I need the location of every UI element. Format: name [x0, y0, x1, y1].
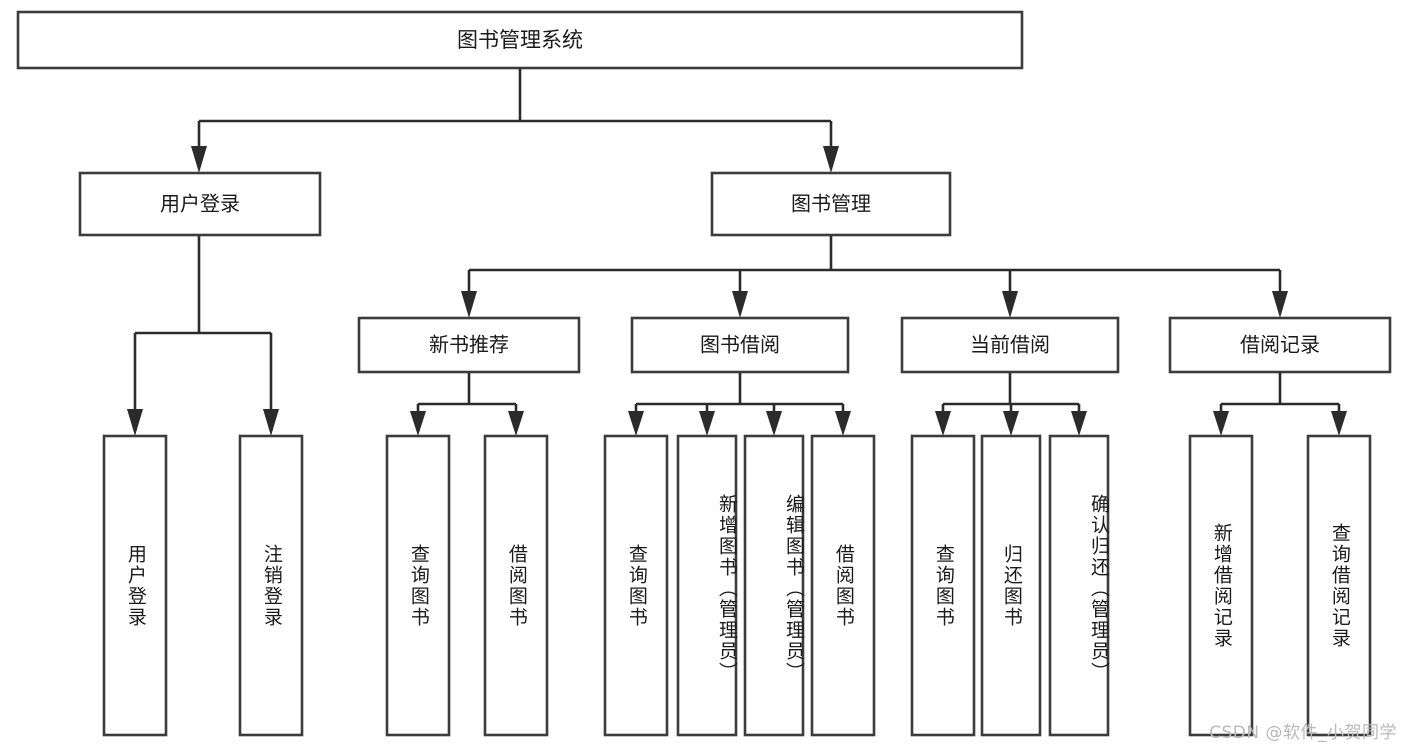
node-current-borrow-label: 当前借阅	[970, 333, 1050, 357]
node-current-borrow[interactable]: 当前借阅	[900, 316, 1120, 374]
leaf-box-query-book-2[interactable]	[603, 434, 669, 737]
node-current-borrow-box[interactable]	[900, 316, 1120, 374]
arrow-bookmgmt-to-borrow	[732, 291, 748, 318]
leaf-box-logout[interactable]	[238, 434, 304, 737]
node-book-borrow-box[interactable]	[630, 316, 850, 374]
connector-group-root	[191, 68, 839, 173]
node-new-book-recommend[interactable]: 新书推荐	[357, 316, 581, 374]
node-borrow-records-label: 借阅记录	[1240, 333, 1320, 357]
arrow-bookmgmt-to-newbook	[461, 291, 477, 318]
node-book-borrow-label: 图书借阅	[700, 333, 780, 357]
arrow-login-to-user-login	[127, 409, 143, 436]
arrow-root-to-login	[191, 146, 207, 173]
connector-group-bookmgmt	[461, 235, 1288, 318]
leaf-box-borrow-book-2[interactable]	[810, 434, 876, 737]
arrow-borrow-to-add	[699, 411, 715, 436]
node-user-login-label: 用户登录	[160, 192, 240, 216]
leaf-box-confirm-return-admin[interactable]	[1048, 434, 1110, 737]
connector-group-borrow	[628, 372, 851, 436]
arrow-borrow-to-edit	[766, 411, 782, 436]
leaf-box-user-login[interactable]	[102, 434, 168, 737]
arrow-current-to-query	[935, 411, 951, 436]
leaf-box-borrow-book-1[interactable]	[483, 434, 549, 737]
node-root-label: 图书管理系统	[457, 28, 583, 52]
leaf-box-query-record[interactable]	[1306, 434, 1372, 737]
arrow-records-to-add	[1213, 411, 1229, 436]
leaf-box-add-record[interactable]	[1188, 434, 1254, 737]
node-new-book-recommend-box[interactable]	[357, 316, 581, 374]
arrow-root-to-bookmgmt	[823, 146, 839, 173]
arrow-login-to-logout	[263, 409, 279, 436]
connector-group-records	[1213, 372, 1347, 436]
node-new-book-recommend-label: 新书推荐	[429, 333, 509, 357]
connector-group-login	[127, 235, 279, 436]
leaf-box-query-book-1[interactable]	[385, 434, 451, 737]
node-root[interactable]: 图书管理系统	[16, 10, 1024, 70]
leaf-box-edit-book-admin[interactable]	[743, 434, 805, 737]
connector-group-current	[935, 372, 1087, 436]
arrow-bookmgmt-to-current	[1002, 291, 1018, 318]
arrow-current-to-confirm	[1071, 411, 1087, 436]
node-book-management[interactable]: 图书管理	[710, 171, 952, 237]
node-borrow-records[interactable]: 借阅记录	[1168, 316, 1392, 374]
csdn-watermark: CSDN @软件_小贺同学	[1209, 723, 1397, 743]
node-book-borrow[interactable]: 图书借阅	[630, 316, 850, 374]
arrow-newbook-to-borrow	[508, 411, 524, 436]
arrow-borrow-to-query	[628, 411, 644, 436]
leaf-box-query-book-3[interactable]	[910, 434, 976, 737]
arrow-current-to-return	[1003, 411, 1019, 436]
arrow-borrow-to-lend	[835, 411, 851, 436]
leaf-box-return-book[interactable]	[980, 434, 1042, 737]
arrow-records-to-query	[1331, 411, 1347, 436]
node-root-box[interactable]	[16, 10, 1024, 70]
node-user-login[interactable]: 用户登录	[78, 171, 322, 237]
leaf-boxes-group	[102, 434, 1372, 737]
arrow-bookmgmt-to-records	[1272, 291, 1288, 318]
arrow-newbook-to-query	[410, 411, 426, 436]
leaf-box-add-book-admin[interactable]	[676, 434, 738, 737]
connector-group-newbook	[410, 372, 524, 436]
node-book-management-label: 图书管理	[791, 192, 871, 216]
node-book-management-box[interactable]	[710, 171, 952, 237]
node-user-login-box[interactable]	[78, 171, 322, 237]
node-borrow-records-box[interactable]	[1168, 316, 1392, 374]
